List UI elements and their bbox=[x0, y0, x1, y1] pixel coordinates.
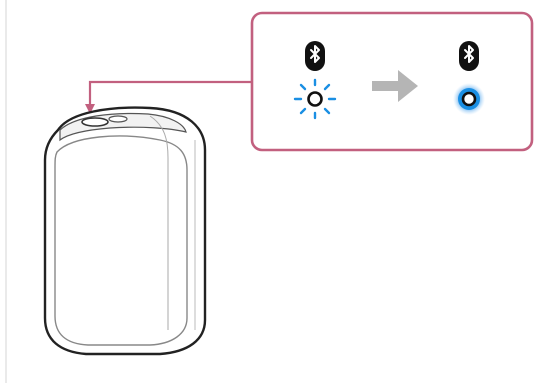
bluetooth-icon-before bbox=[305, 41, 325, 71]
speaker-top-button-secondary bbox=[109, 116, 127, 122]
indicator-lit-icon bbox=[453, 83, 485, 115]
speaker-top-button bbox=[82, 118, 108, 126]
bluetooth-icon-after bbox=[459, 41, 479, 71]
speaker-illustration bbox=[45, 108, 205, 354]
indicator-flashing-icon bbox=[295, 80, 335, 118]
